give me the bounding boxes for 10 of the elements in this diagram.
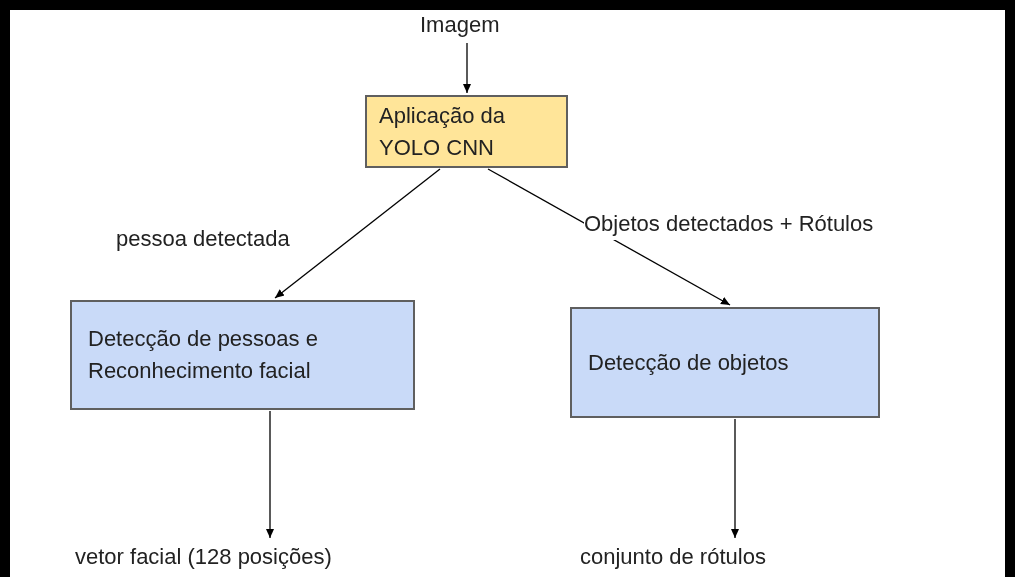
arrow <box>274 168 441 299</box>
arrow <box>266 410 274 539</box>
text-label: Imagem <box>420 8 516 42</box>
text-label: vetor facial (128 posições) <box>75 540 445 574</box>
process-box: Detecção de pessoas e Reconhecimento facial <box>70 300 415 410</box>
process-box: Detecção de objetos <box>570 307 880 418</box>
process-box: Aplicação da YOLO CNN <box>365 95 568 168</box>
arrow <box>731 418 739 539</box>
arrow <box>463 42 471 94</box>
text-label: conjunto de rótulos <box>580 540 830 574</box>
